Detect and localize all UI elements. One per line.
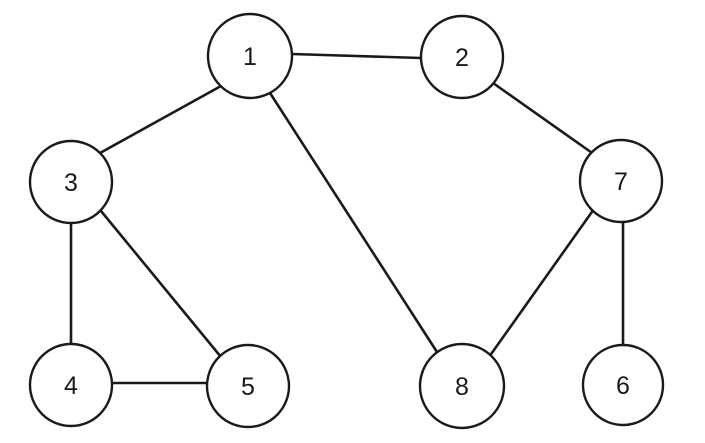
graph-node-label-3: 3 — [64, 169, 78, 197]
graph-edge-7-8 — [487, 207, 596, 359]
graph-node-3[interactable]: 3 — [28, 139, 114, 225]
graph-edge-2-7 — [491, 81, 597, 157]
node-layer: 1 2 3 7 4 5 8 6 — [28, 12, 665, 430]
graph-node-1[interactable]: 1 — [206, 12, 294, 100]
graph-node-4[interactable]: 4 — [28, 342, 114, 428]
graph-node-label-7: 7 — [614, 168, 628, 196]
graph-edge-1-3 — [98, 84, 223, 155]
graph-node-label-5: 5 — [241, 373, 255, 401]
edge-layer — [69, 52, 625, 385]
graph-node-label-4: 4 — [64, 372, 78, 400]
graph-node-circle-5[interactable] — [205, 343, 291, 429]
graph-node-7[interactable]: 7 — [578, 138, 664, 224]
graph-node-5[interactable]: 5 — [205, 343, 291, 429]
graph-edge-1-2 — [290, 52, 423, 60]
graph-node-8[interactable]: 8 — [418, 342, 506, 430]
graph-node-circle-3[interactable] — [28, 139, 114, 225]
graph-node-label-2: 2 — [455, 44, 469, 72]
graph-node-label-8: 8 — [455, 373, 469, 401]
graph-node-6[interactable]: 6 — [581, 343, 665, 427]
graph-node-circle-8[interactable] — [418, 342, 506, 430]
graph-node-circle-6[interactable] — [581, 343, 665, 427]
graph-node-label-6: 6 — [616, 372, 630, 400]
graph-node-2[interactable]: 2 — [419, 14, 505, 100]
graph-edge-1-8 — [268, 91, 439, 354]
graph-node-circle-2[interactable] — [419, 14, 505, 100]
graph-edge-3-5 — [99, 209, 223, 359]
graph-node-circle-7[interactable] — [578, 138, 664, 224]
graph-node-circle-1[interactable] — [206, 12, 294, 100]
graph-node-label-1: 1 — [243, 43, 257, 71]
graph-node-circle-4[interactable] — [28, 342, 114, 428]
